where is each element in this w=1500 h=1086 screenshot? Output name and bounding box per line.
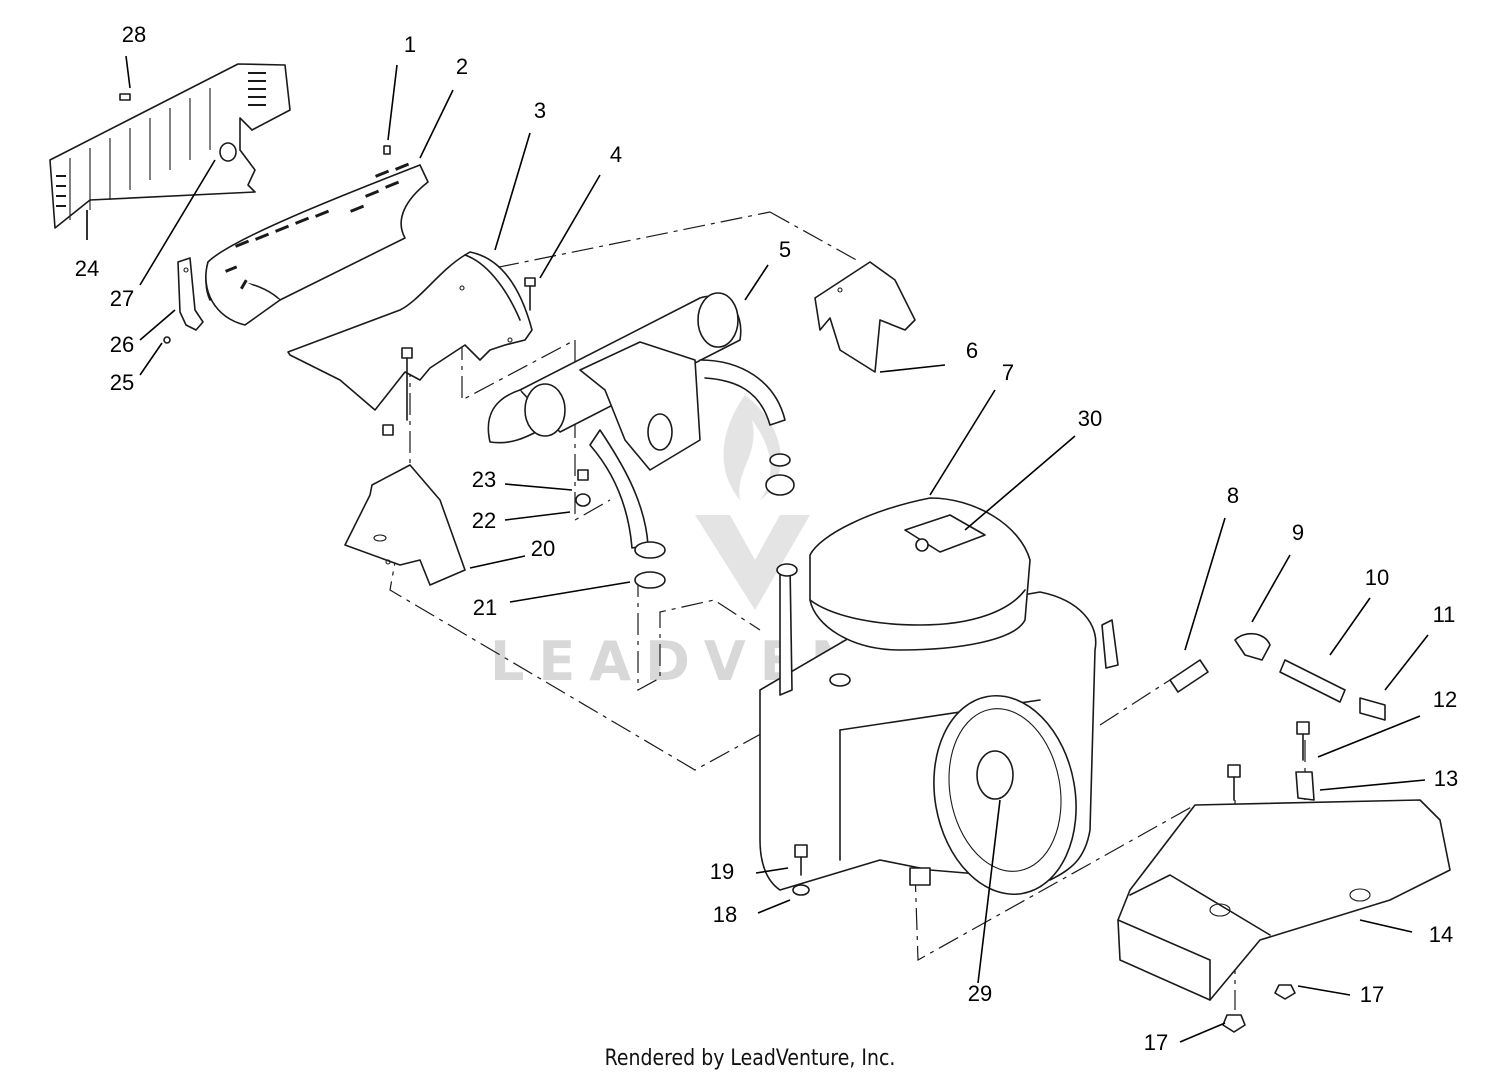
- oil-drain-fittings: [1169, 632, 1386, 721]
- callout-12: 12: [1433, 687, 1457, 712]
- watermark-v-icon: [695, 515, 810, 610]
- frame-plate: [1117, 764, 1451, 1033]
- leader-line-19: [755, 867, 789, 874]
- callout-labels: 1234567891011121314171718192021222324252…: [75, 22, 1458, 1055]
- bolt-clip-12-13: [1295, 721, 1315, 801]
- leader-line-18: [757, 899, 791, 914]
- engine: [759, 497, 1119, 896]
- grille-screw-icon: [119, 93, 131, 101]
- leader-line-1: [387, 64, 398, 141]
- callout-14: 14: [1429, 922, 1453, 947]
- leader-line-5: [744, 264, 769, 301]
- callout-11: 11: [1433, 602, 1456, 627]
- leader-lines: [86, 55, 1429, 1043]
- callout-5: 5: [779, 237, 791, 262]
- muffler-gasket-icon: [765, 474, 795, 496]
- callout-23: 23: [472, 467, 496, 492]
- callout-28: 28: [122, 22, 146, 47]
- leader-line-25: [139, 342, 163, 376]
- leader-line-7: [929, 389, 996, 496]
- callout-20: 20: [531, 536, 555, 561]
- muffler: [487, 292, 795, 589]
- leader-line-17: [1297, 985, 1351, 996]
- leader-line-14: [1359, 919, 1413, 933]
- bolt-4: [524, 277, 536, 311]
- shield-screw-icon: [383, 145, 391, 155]
- footer-credit: Rendered by LeadVenture, Inc.: [604, 1046, 896, 1071]
- callout-6: 6: [966, 338, 978, 363]
- leader-line-23: [504, 483, 573, 491]
- callout-17: 17: [1360, 982, 1384, 1007]
- callout-8: 8: [1227, 483, 1239, 508]
- callout-26: 26: [110, 332, 134, 357]
- callout-10: 10: [1365, 565, 1389, 590]
- callout-27: 27: [110, 286, 134, 311]
- leader-line-29: [977, 799, 1001, 984]
- callout-7: 7: [1002, 360, 1014, 385]
- leader-line-10: [1329, 597, 1371, 656]
- lower-shield: [287, 251, 533, 411]
- callout-17: 17: [1144, 1030, 1168, 1055]
- leader-line-17: [1179, 1022, 1226, 1043]
- shield-bracket: [163, 257, 204, 344]
- callout-29: 29: [968, 981, 992, 1006]
- leader-line-11: [1384, 634, 1429, 691]
- bolt-washer-22-23: [575, 469, 591, 507]
- leader-line-27: [139, 159, 216, 286]
- rear-grille: [49, 63, 291, 229]
- callout-18: 18: [713, 902, 737, 927]
- bracket-screw-icon: [163, 336, 171, 344]
- leader-line-2: [419, 89, 454, 159]
- callout-9: 9: [1292, 520, 1304, 545]
- callout-4: 4: [610, 142, 622, 167]
- exhaust-gasket-icon: [634, 571, 666, 589]
- exhaust-flange-icon: [634, 541, 666, 559]
- leader-line-12: [1317, 715, 1421, 758]
- leader-line-28: [125, 55, 131, 89]
- leader-line-20: [469, 555, 526, 569]
- leader-line-13: [1319, 779, 1426, 791]
- leader-line-21: [509, 581, 631, 603]
- heat-shield: [205, 145, 429, 326]
- leader-line-4: [539, 174, 601, 279]
- leader-line-22: [504, 511, 571, 521]
- watermark-flame-icon: [723, 395, 781, 500]
- leader-line-26: [139, 309, 176, 341]
- callout-22: 22: [472, 508, 496, 533]
- callout-24: 24: [75, 256, 99, 281]
- bolt-washer-18-19: [792, 844, 810, 896]
- grille-spacer-icon: [219, 142, 237, 162]
- cover-6: [814, 261, 916, 373]
- callout-21: 21: [473, 595, 497, 620]
- leader-line-30: [964, 435, 1076, 531]
- leader-line-8: [1184, 517, 1226, 651]
- callout-13: 13: [1434, 766, 1458, 791]
- mounting-bracket-20: [344, 347, 466, 586]
- callout-30: 30: [1078, 406, 1102, 431]
- callout-2: 2: [456, 54, 468, 79]
- leader-line-6: [879, 364, 946, 373]
- leader-line-9: [1251, 554, 1291, 623]
- callout-25: 25: [110, 370, 134, 395]
- callout-3: 3: [534, 98, 546, 123]
- leader-line-3: [494, 132, 531, 251]
- callout-19: 19: [710, 859, 734, 884]
- callout-1: 1: [404, 32, 416, 57]
